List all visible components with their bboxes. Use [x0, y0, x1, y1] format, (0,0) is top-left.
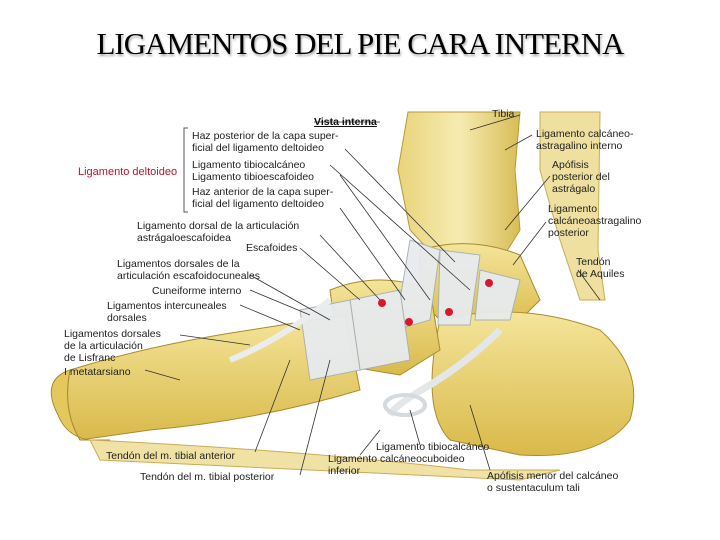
label-lig-calc-post-3: posterior [548, 227, 589, 239]
label-escafoides: Escafoides [246, 242, 298, 254]
calcaneus-bone [431, 311, 635, 457]
tibia-bone [397, 111, 521, 263]
label-lig-calc-post-1: Ligamento [548, 203, 598, 215]
deltoid-bracket [183, 127, 188, 213]
label-ligs-dorsales-2: articulación escafoidocuneales [117, 270, 261, 282]
label-apofisis-2: posterior del [552, 171, 610, 183]
deltoid-markers [378, 279, 493, 326]
label-intercun-1: Ligamentos intercuneales [107, 300, 227, 312]
toe-bone [50, 369, 111, 442]
label-lig-calccub-1: Ligamento calcáneocuboideo [328, 453, 465, 465]
label-tib-ant: Tendón del m. tibial anterior [106, 450, 235, 462]
label-lig-dorsal-1: Ligamento dorsal de la articulación [137, 220, 300, 232]
label-lig-tibiocalc-bottom: Ligamento tibiocalcáneo [376, 441, 490, 453]
label-haz-post-2: ficial del ligamento deltoideo [192, 142, 324, 154]
label-cuneiforme: Cuneiforme interno [152, 285, 242, 297]
label-metatarsiano: I metatarsiano [64, 366, 131, 378]
label-intercun-2: dorsales [107, 312, 147, 324]
label-ligs-dorsales-1: Ligamentos dorsales de la [117, 258, 240, 270]
view-label: Vista interna [314, 116, 377, 128]
label-apof-menor-2: o sustentaculum tali [487, 482, 580, 494]
label-lig-tibioesc: Ligamento tibioescafoideo [192, 171, 315, 183]
tibialis-anterior-tendon [228, 297, 332, 363]
label-haz-post-1: Haz posterior de la capa super- [192, 130, 339, 142]
label-deltoid: Ligamento deltoideo [78, 166, 178, 178]
label-lisfranc-3: de Lisfranc [64, 352, 116, 364]
label-lig-calc-astr-2: astragalino interno [536, 140, 623, 152]
marker-dot [485, 279, 493, 287]
marker-dot [405, 318, 413, 326]
achilles-tendon [539, 111, 606, 301]
label-lisfranc-1: Ligamentos dorsales [64, 328, 161, 340]
label-lig-tibiocalc: Ligamento tibiocalcáneo [192, 159, 306, 171]
page-title: LIGAMENTOS DEL PIE CARA INTERNA [96, 26, 625, 61]
sole-tissue [89, 439, 561, 481]
marker-dot [445, 308, 453, 316]
label-aquiles-2: de Aquiles [576, 268, 625, 280]
label-haz-ant-1: Haz anterior de la capa super- [192, 186, 334, 198]
label-lig-calc-astr-1: Ligamento calcáneo- [536, 128, 634, 140]
leader-lines [144, 114, 601, 476]
tibialis-posterior-tendon [386, 327, 503, 417]
ligament-bands [299, 239, 521, 381]
label-apofisis-1: Apófisis [552, 159, 589, 171]
label-lig-calc-post-2: calcáneoastragalino [548, 215, 642, 227]
marker-dot [378, 299, 386, 307]
label-aquiles-1: Tendón [576, 256, 611, 268]
label-lig-dorsal-2: astrágaloescafoidea [137, 232, 231, 244]
label-lisfranc-2: de la articulación [64, 340, 143, 352]
label-tibia: Tibia [492, 108, 515, 120]
label-apofisis-3: astrágalo [552, 183, 596, 195]
label-lig-calccub-2: inferior [328, 465, 361, 477]
label-apof-menor-1: Apófisis menor del calcáneo [487, 470, 619, 482]
label-haz-ant-2: ficial del ligamento deltoideo [192, 198, 324, 210]
label-tib-post: Tendón del m. tibial posterior [140, 471, 275, 483]
tendon-loop [383, 393, 427, 417]
